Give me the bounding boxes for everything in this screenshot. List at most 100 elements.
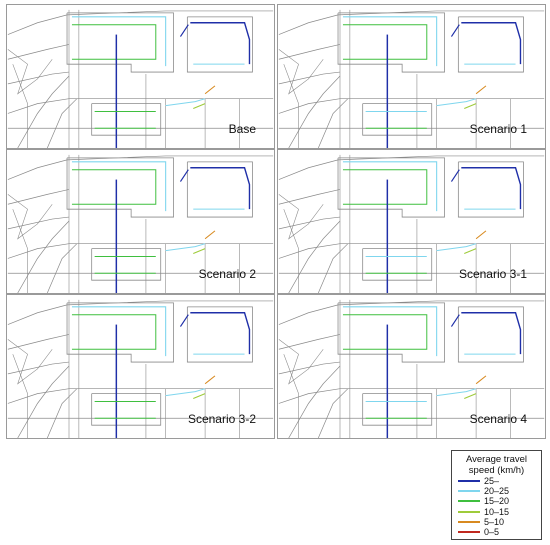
panel-label: Scenario 2 [198,267,256,281]
road-segment [12,64,28,148]
road-segment [317,98,349,148]
legend-item: 10–15 [458,507,537,517]
speed-link-20-25 [436,243,477,252]
speed-link-5-10 [475,85,487,95]
road-segment [7,194,53,240]
legend-item-label: 15–20 [484,496,510,507]
road-network-map [7,299,274,438]
terminal-outline [457,16,524,73]
terminal-outline [337,157,445,218]
legend-item: 20–25 [458,486,537,496]
road-segment [278,189,341,205]
legend-item-label: 0–5 [484,527,500,538]
legend-item-label: 20–25 [484,486,510,497]
road-segment [278,49,324,95]
speed-link-25 [450,24,460,37]
road-segment [7,388,274,404]
map-panel-scenario-3-1: Scenario 3-1 [277,149,546,294]
speed-link-25 [450,314,460,327]
road-segment [7,44,70,60]
terminal-outline [362,248,433,281]
legend-title-line-2: speed (km/h) [468,465,525,476]
speed-link-10-15 [464,248,477,255]
speed-link-15-20 [342,314,428,350]
terminal-outline [337,12,445,73]
speed-link-20-25 [165,98,206,107]
road-segment [12,209,28,293]
road-segment [7,243,274,259]
road-segment [278,98,545,114]
terminal-outline [186,16,253,73]
speed-link-20-25 [436,98,477,107]
speed-link-15-20 [71,169,157,205]
panel-label: Scenario 3-1 [458,267,527,281]
road-segment [283,64,299,148]
legend-swatch [458,490,480,493]
panel-label: Scenario 3-2 [187,412,256,426]
speed-link-5-10 [475,375,487,385]
road-segment [7,189,70,205]
road-network-map [278,299,545,438]
road-segment [7,49,53,95]
terminal-outline [91,393,162,426]
road-segment [288,220,341,293]
road-segment [317,388,349,438]
speed-link-20-25 [342,16,438,67]
road-segment [7,216,70,230]
road-segment [17,365,70,438]
road-segment [7,334,70,350]
map-panel-scenario-2: Scenario 2 [6,149,275,294]
legend-swatch [458,510,480,513]
panel-label: Scenario 4 [469,412,527,426]
speed-link-20-25 [342,161,438,212]
terminal-outline [186,306,253,363]
speed-link-5-10 [204,85,216,95]
road-segment [7,339,53,385]
speed-link-25 [179,314,189,327]
terminal-outline [66,12,174,73]
legend-swatch [458,500,480,503]
speed-link-25 [450,169,460,182]
road-segment [278,361,341,375]
legend-item-label: 5–10 [484,516,505,527]
road-segment [17,75,70,148]
terminal-outline [186,161,253,218]
speed-link-15-20 [71,24,157,60]
speed-link-15-20 [342,169,428,205]
road-segment [278,194,324,240]
map-panel-scenario-1: Scenario 1 [277,4,546,149]
road-segment [278,71,341,85]
map-panel-scenario-3-2: Scenario 3-2 [6,294,275,439]
legend-item: 15–20 [458,496,537,506]
road-segment [278,216,341,230]
speed-link-20-25 [71,161,167,212]
road-segment [278,243,545,259]
speed-link-20-25 [165,243,206,252]
road-segment [278,44,341,60]
map-panel-base: Base [6,4,275,149]
terminal-outline [66,302,174,363]
terminal-outline [337,302,445,363]
road-segment [46,388,78,438]
map-panel-scenario-4: Scenario 4 [277,294,546,439]
road-segment [46,243,78,293]
speed-link-5-10 [204,375,216,385]
terminal-outline [362,393,433,426]
speed-link-20-25 [71,16,167,67]
road-segment [17,220,70,293]
road-segment [7,98,274,114]
speed-link-25 [461,312,522,355]
road-network-map [7,154,274,293]
terminal-outline [457,306,524,363]
road-segment [288,365,341,438]
legend-item: 25– [458,476,537,486]
road-segment [283,209,299,293]
speed-link-25 [461,167,522,210]
legend-item: 0–5 [458,527,537,537]
road-network-map [7,9,274,148]
road-segment [12,354,28,438]
speed-legend: Average travel speed (km/h) 25– 20–25 15… [451,450,542,540]
road-segment [288,75,341,148]
speed-link-20-25 [436,388,477,397]
speed-link-20-25 [165,388,206,397]
